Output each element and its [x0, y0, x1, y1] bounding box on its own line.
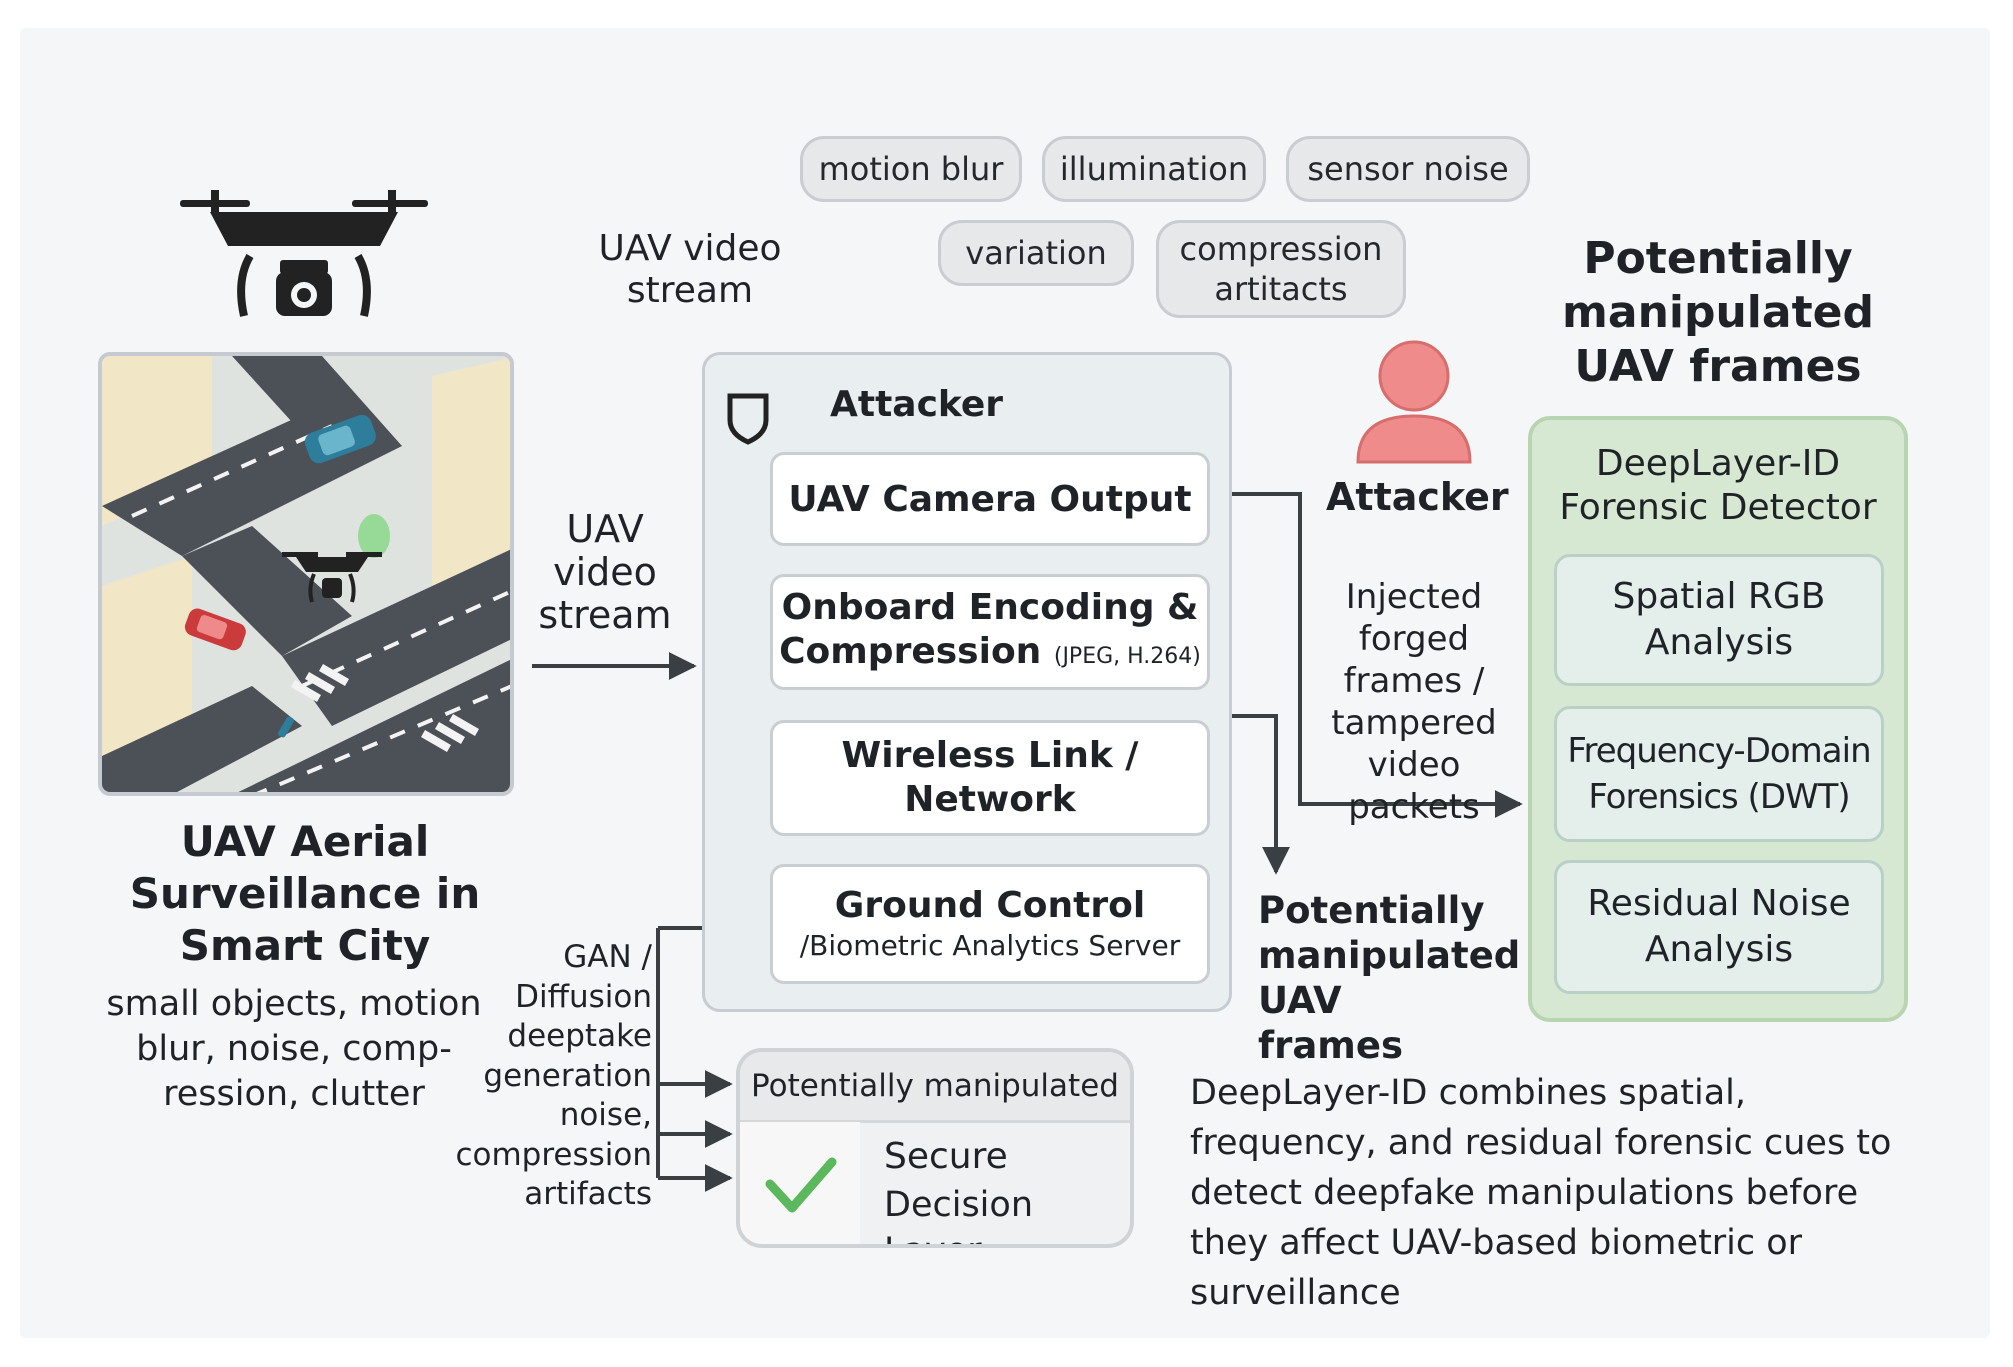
left-subtitle: small objects, motion blur, noise, comp-…: [106, 984, 482, 1114]
stage-camera-output: UAV Camera Output: [770, 452, 1210, 546]
stage-ground-title: Ground Control: [834, 885, 1146, 926]
potentially-manipulated-heading: Potentially manipulated UAV frames: [1562, 233, 1874, 392]
module-spatial-rgb: Spatial RGB Analysis: [1554, 554, 1884, 686]
stage-encoding: Onboard Encoding & Compression (JPEG, H.…: [770, 574, 1210, 690]
mid-stream-label: UAV video stream: [538, 507, 672, 637]
attacker-panel-title: Attacker: [830, 384, 1004, 425]
secure-decision-layer: Potentially manipulated Secure Decision …: [736, 1048, 1134, 1248]
aerial-scene-image: [98, 352, 514, 796]
left-title: UAV Aerial Surveillance in Smart City: [129, 817, 481, 970]
stage-wireless-label: Wireless Link / Network: [841, 735, 1139, 820]
stage-encoding-label: Onboard Encoding & Compression (JPEG, H.…: [779, 586, 1201, 672]
chip-variation: variation: [938, 220, 1134, 286]
shield-icon: [727, 393, 769, 445]
stage-ground-subtitle: /Biometric Analytics Server: [799, 929, 1181, 962]
detector-title: DeepLayer-ID Forensic Detector: [1559, 443, 1877, 528]
drone-icon: [180, 190, 428, 317]
stage-wireless: Wireless Link / Network: [770, 720, 1210, 836]
chip-compression-artifacts: compression artitacts: [1156, 220, 1406, 318]
gan-note: GAN / Diffusion deeptake generation nois…: [455, 939, 652, 1212]
deeplayer-detector-panel: DeepLayer-ID Forensic Detector Spatial R…: [1528, 416, 1908, 1022]
chip-sensor-noise: sensor noise: [1286, 136, 1530, 202]
potentially-manipulated-mid: Potentially manipulated UAV frames: [1258, 889, 1521, 1067]
stage-encoding-codecs: (JPEG, H.264): [1053, 643, 1201, 669]
stage-ground-control: Ground Control /Biometric Analytics Serv…: [770, 864, 1210, 984]
attacker-figure-label: Attacker: [1326, 475, 1509, 519]
attacker-person-icon: [1356, 340, 1472, 464]
top-stream-label: UAV video stream: [598, 228, 782, 311]
module-residual-noise: Residual Noise Analysis: [1554, 860, 1884, 994]
check-area: [740, 1122, 860, 1244]
caption-text: DeepLayer-ID combines spatial, frequency…: [1190, 1073, 1892, 1313]
decision-header: Potentially manipulated: [740, 1052, 1130, 1123]
injected-note: Injected forged frames / tampered video …: [1331, 577, 1497, 827]
decision-line-1: Secure: [884, 1136, 1008, 1177]
chip-illumination: illumination: [1042, 136, 1266, 202]
module-frequency-domain: Frequency-Domain Forensics (DWT): [1554, 706, 1884, 842]
decision-line-2: Decision Layer: [884, 1185, 1034, 1244]
check-icon: [765, 1157, 837, 1213]
stage-camera-label: UAV Camera Output: [788, 478, 1192, 520]
chip-motion-blur: motion blur: [800, 136, 1022, 202]
